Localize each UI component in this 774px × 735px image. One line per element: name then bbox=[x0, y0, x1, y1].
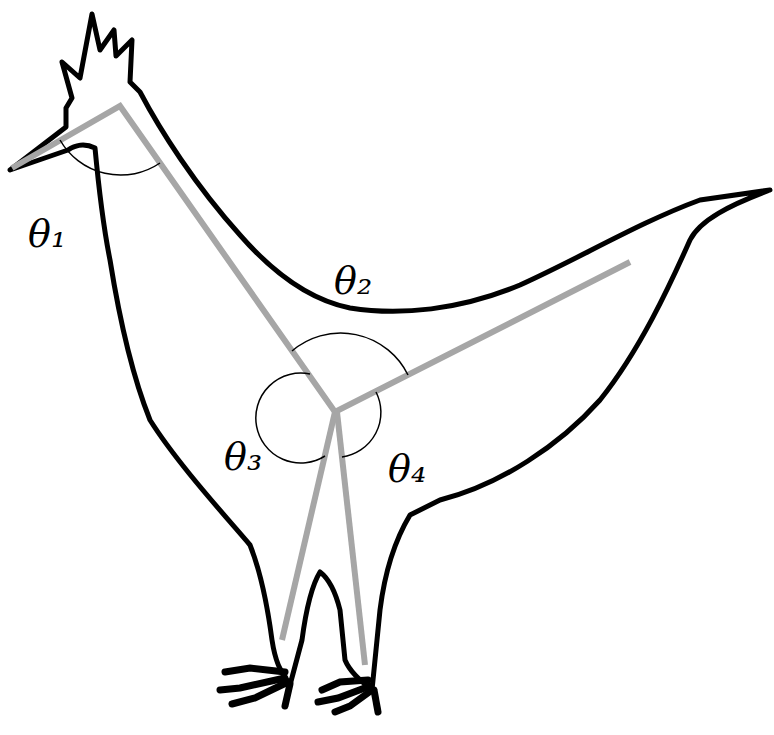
angle-label: θ₄ bbox=[388, 450, 426, 488]
angle-label: θ₂ bbox=[334, 262, 372, 300]
bird-feet bbox=[220, 668, 378, 712]
angle-label: θ₁ bbox=[28, 215, 66, 253]
angle-arcs bbox=[60, 140, 408, 463]
bird-outline bbox=[10, 14, 770, 690]
angle-label: θ₃ bbox=[224, 438, 262, 476]
skeleton-lines bbox=[12, 106, 630, 665]
